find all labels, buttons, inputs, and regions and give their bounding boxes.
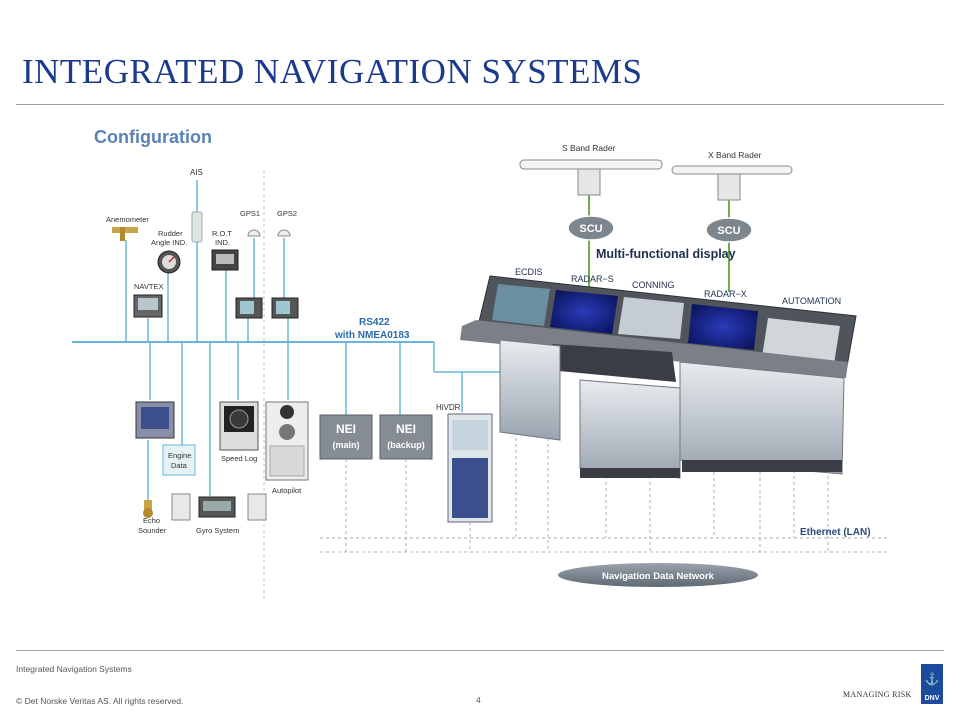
scu-left-label: SCU [579, 223, 602, 235]
bus-drop-lines [125, 180, 500, 500]
slide-title: INTEGRATED NAVIGATION SYSTEMS [22, 52, 643, 91]
display-monitor-icon [135, 401, 175, 439]
bus-label-rs422: RS422 [359, 317, 390, 328]
label-engine-2: Data [171, 461, 188, 470]
label-rudder-1: Rudder [158, 229, 183, 238]
rudder-gauge-icon [157, 250, 181, 274]
label-s-band: S Band Rader [562, 143, 616, 153]
nei-main-box [319, 414, 373, 460]
gps1-antenna-icon [247, 229, 261, 237]
anemometer-icon [112, 227, 138, 241]
footer-section-title: Integrated Navigation Systems [16, 664, 132, 674]
console-label-radar-x: RADAR−X [704, 289, 747, 299]
footer-divider [16, 650, 944, 651]
dnv-logo-icon: ⚓ DNV [921, 664, 943, 704]
scu-right-badge [705, 217, 753, 243]
label-navtex: NAVTEX [134, 282, 163, 291]
nei-main-label: NEI [336, 422, 356, 436]
nei-main-sublabel: (main) [333, 440, 360, 450]
nei-backup-label: NEI [396, 422, 416, 436]
speed-log-unit-icon [219, 401, 259, 451]
scu-right-label: SCU [717, 225, 740, 237]
rot-indicator-icon [211, 249, 239, 271]
autopilot-unit-icon [265, 401, 309, 481]
ethernet-label: Ethernet (LAN) [800, 527, 871, 538]
label-ais: AIS [190, 168, 203, 177]
navigation-network-label: Navigation Data Network [602, 571, 715, 582]
nei-backup-box [379, 414, 433, 460]
dnv-logo-text: DNV [924, 695, 940, 702]
nei-backup-sublabel: (backup) [387, 440, 425, 450]
label-echo-2: Sounder [138, 526, 167, 535]
brand-tagline: MANAGING RISK [843, 690, 912, 699]
label-gps1: GPS1 [240, 209, 260, 218]
scu-left-badge [567, 215, 615, 241]
mfd-label: Multi-functional display [596, 247, 736, 261]
label-x-band: X Band Rader [708, 150, 762, 160]
navtex-receiver-icon [133, 294, 163, 318]
label-gps2: GPS2 [277, 209, 297, 218]
echo-sounder-icon [143, 500, 153, 518]
label-engine-1: Engine [168, 451, 191, 460]
gps1-receiver-icon [235, 297, 263, 319]
title-divider [16, 104, 944, 105]
page-number: 4 [476, 695, 481, 705]
label-anemometer: Anemometer [106, 215, 149, 224]
engine-data-box [162, 444, 196, 476]
configuration-heading: Configuration [94, 127, 212, 147]
hivdr-cabinet-icon [447, 413, 493, 523]
label-speed-log: Speed Log [221, 454, 257, 463]
label-gyro: Gyro System [196, 526, 239, 535]
label-rudder-2: Angle IND. [151, 238, 187, 247]
footer-copyright: © Det Norske Veritas AS. All rights rese… [16, 696, 184, 706]
console-label-automation: AUTOMATION [782, 296, 841, 306]
label-autopilot: Autopilot [272, 486, 302, 495]
gps2-antenna-icon [277, 229, 291, 237]
navigation-network-oval [558, 563, 758, 587]
label-hivdr: HiVDR [436, 403, 461, 412]
console-label-ecdis: ECDIS [515, 267, 543, 277]
s-band-radar-antenna-icon [519, 159, 663, 196]
x-band-radar-antenna-icon [671, 165, 793, 201]
ais-antenna-icon [191, 211, 203, 243]
bus-label-nmea: with NMEA0183 [334, 330, 410, 341]
label-echo-1: Echo [143, 516, 160, 525]
ethernet-lines [320, 420, 888, 553]
gyro-system-icon [171, 493, 267, 521]
console-label-conning: CONNING [632, 280, 675, 290]
bridge-console-illustration [460, 275, 857, 479]
label-rot-2: IND. [215, 238, 230, 247]
gps2-receiver-icon [271, 297, 299, 319]
console-label-radar-s: RADAR−S [571, 274, 614, 284]
label-rot-1: R.O.T [212, 229, 232, 238]
